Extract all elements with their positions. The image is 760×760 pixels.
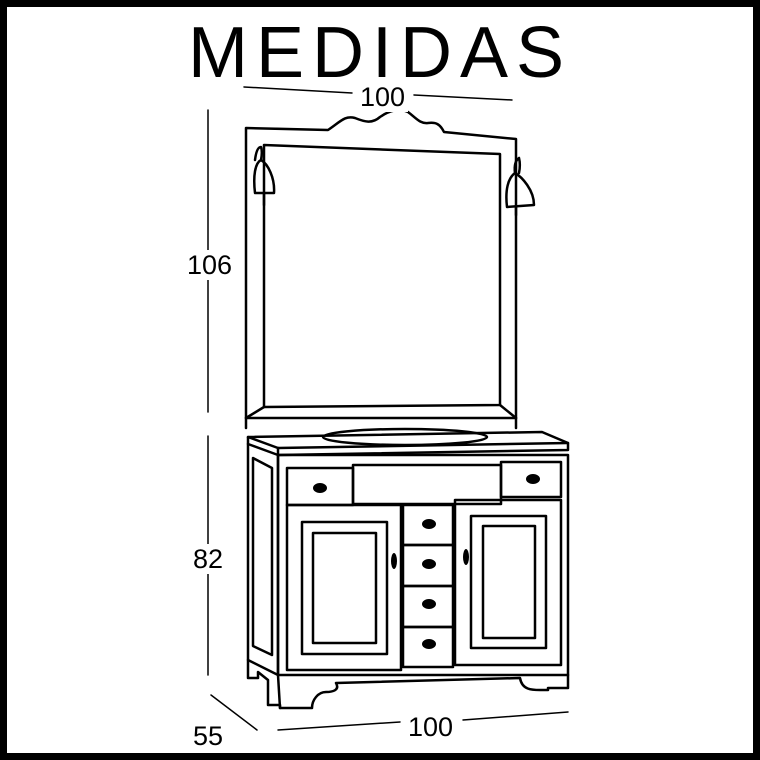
drawer-center-4: [401, 625, 455, 669]
knobs: [313, 474, 540, 649]
dimension-mirror-height: 106: [187, 250, 233, 280]
countertop: [246, 427, 570, 457]
knob-icon: [422, 559, 436, 569]
dimension-cabinet-height: 82: [191, 544, 226, 574]
knob-icon: [422, 639, 436, 649]
lamp-left-icon: [253, 145, 276, 207]
sink-basin: [321, 427, 489, 447]
knob-icon: [422, 519, 436, 529]
knob-icon: [422, 599, 436, 609]
dimension-cabinet-depth: 55: [193, 721, 224, 751]
door-left: [285, 503, 403, 672]
door-right: [453, 498, 563, 667]
door-handle-icon: [391, 553, 397, 569]
page-title: MEDIDAS: [187, 13, 573, 93]
cabinet: [246, 442, 570, 710]
door-handle-icon: [463, 549, 469, 565]
mirror: [244, 108, 518, 430]
dimension-mirror-width: 100: [357, 82, 409, 112]
dimension-cabinet-width: 100: [405, 712, 457, 742]
knob-icon: [526, 474, 540, 484]
knob-icon: [313, 483, 327, 493]
lamp-right-icon: [505, 156, 536, 217]
false-front: [351, 463, 503, 506]
drawer-top-right: [499, 460, 563, 499]
